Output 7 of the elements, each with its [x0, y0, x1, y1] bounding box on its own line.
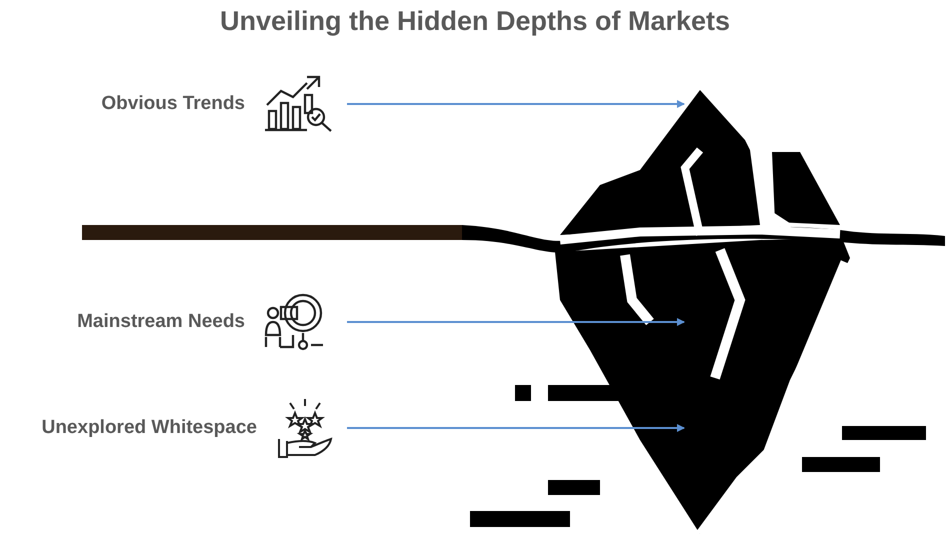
title: Unveiling the Hidden Depths of Markets: [218, 6, 732, 37]
arrow: [347, 100, 685, 108]
item-label: Mainstream Needs: [77, 311, 245, 333]
item-label: Obvious Trends: [101, 93, 245, 115]
arrow: [347, 318, 685, 326]
item-label: Unexplored Whitespace: [42, 417, 257, 439]
arrow: [347, 424, 685, 432]
